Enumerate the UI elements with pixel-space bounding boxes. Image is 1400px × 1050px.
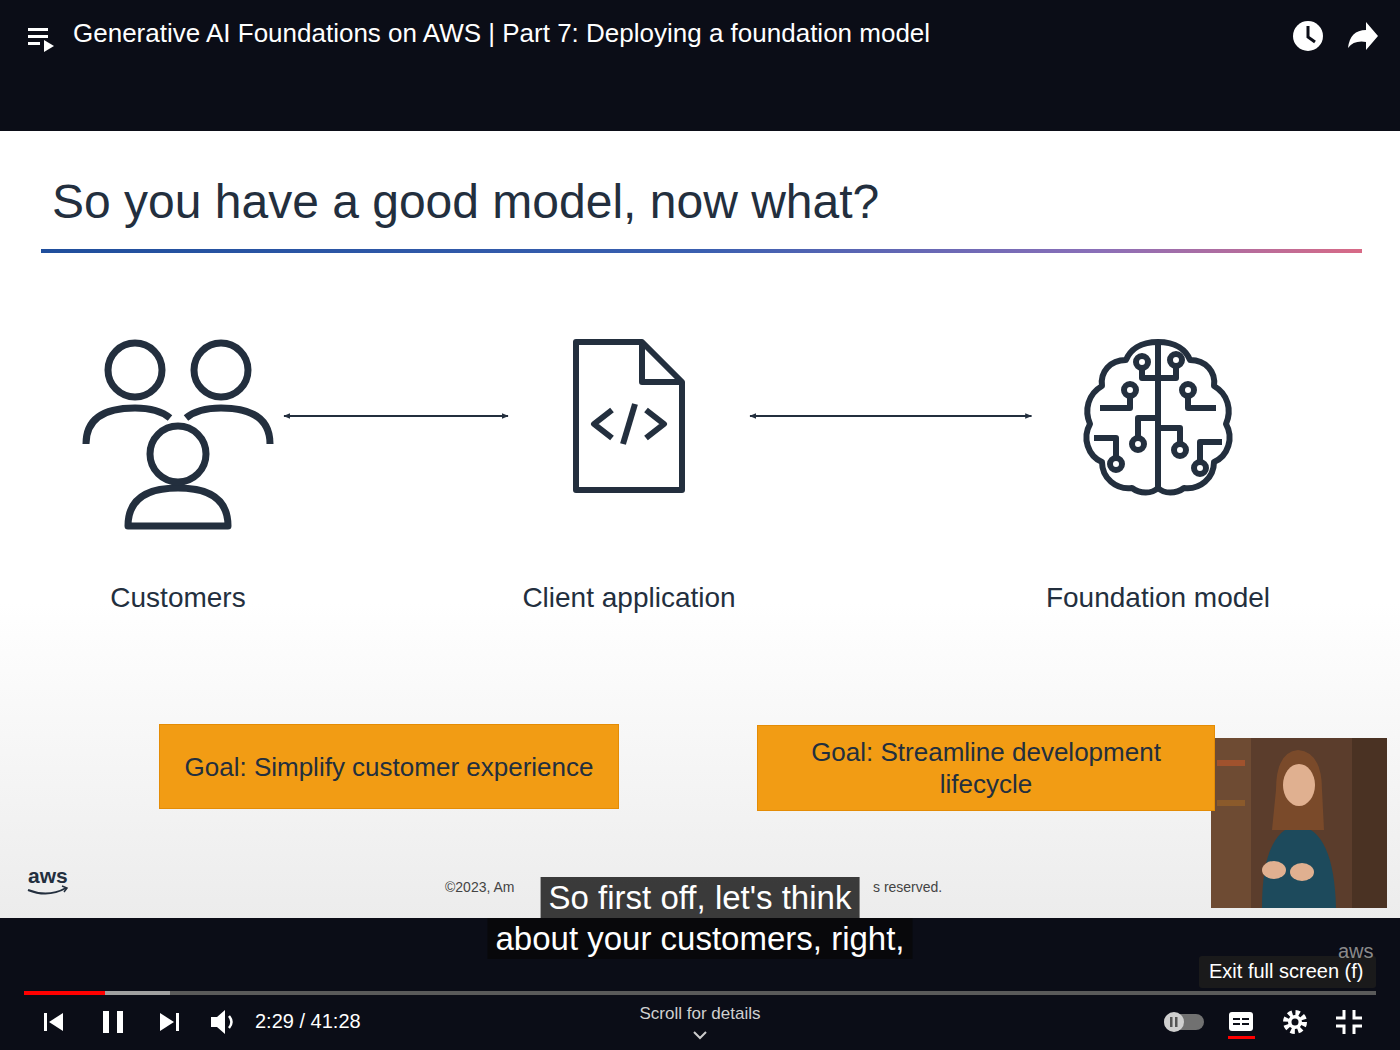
progress-buffered	[105, 991, 170, 995]
progress-played	[24, 991, 105, 995]
title-underline	[41, 249, 1362, 253]
subtitle-line: So first off, let's think	[541, 877, 860, 918]
tooltip-background	[1199, 956, 1376, 988]
previous-button	[44, 1013, 63, 1031]
aws-logo: aws	[28, 864, 68, 888]
top-bar	[0, 0, 1400, 131]
pause-button	[103, 1011, 123, 1033]
subtitle-line: about your customers, right,	[487, 918, 912, 959]
aws-smile	[28, 888, 66, 894]
copyright-text: ©2023, Am	[445, 879, 514, 895]
share-icon	[1348, 22, 1378, 50]
exit-fullscreen-button	[1336, 1010, 1362, 1034]
code-file-icon	[570, 336, 688, 496]
tooltip-text: Exit full screen (f)	[1209, 960, 1363, 983]
brain-circuit-icon	[1078, 336, 1238, 498]
settings-button	[1286, 1013, 1304, 1031]
bidirectional-arrow	[284, 415, 508, 417]
video-title: Generative AI Foundations on AWS | Part …	[73, 18, 930, 49]
bidirectional-arrow	[750, 415, 1032, 417]
goal-box: Goal: Simplify customer experience	[159, 724, 619, 809]
presenter-video	[1211, 738, 1387, 908]
goal-box: Goal: Streamline development lifecycle	[757, 725, 1215, 811]
goal-text: Goal: Simplify customer experience	[185, 751, 594, 783]
slide-title: So you have a good model, now what?	[52, 174, 879, 229]
scroll-hint: Scroll for details	[640, 1004, 761, 1024]
details-chevron	[694, 1032, 706, 1038]
volume-button	[211, 1010, 232, 1034]
autoplay-toggle	[1164, 1012, 1204, 1032]
node-label: Client application	[522, 582, 735, 614]
foundation-model-node: Foundation model	[1038, 336, 1279, 614]
aws-watermark: aws	[1338, 940, 1374, 963]
next-button	[160, 1013, 179, 1031]
captions-button	[1228, 1012, 1255, 1039]
playlist-icon	[28, 28, 54, 52]
copyright-text: s reserved.	[873, 879, 942, 895]
customers-icon	[78, 336, 278, 532]
time-display: 2:29 / 41:28	[255, 1010, 361, 1033]
goal-text: Goal: Streamline development lifecycle	[782, 736, 1190, 800]
node-label: Foundation model	[1046, 582, 1270, 614]
progress-track	[24, 991, 1376, 995]
watch-later-icon	[1293, 21, 1323, 51]
node-label: Customers	[110, 582, 245, 614]
customers-node: Customers	[78, 336, 278, 614]
client-application-node: Client application	[514, 336, 744, 614]
